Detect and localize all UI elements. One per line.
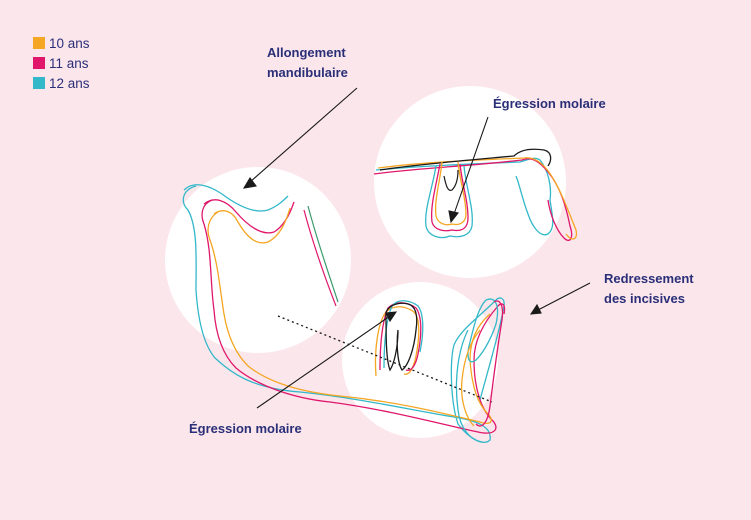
annotation-line: Redressement (604, 269, 694, 289)
legend-swatch-magenta (33, 57, 45, 69)
legend-swatch-cyan (33, 77, 45, 89)
legend-item-10-ans: 10 ans (33, 33, 90, 53)
annotation-egression-molaire-bottom: Égression molaire (189, 419, 302, 439)
annotation-line: Allongement (267, 43, 348, 63)
legend: 10 ans 11 ans 12 ans (33, 33, 90, 93)
legend-label: 10 ans (49, 36, 90, 51)
annotation-egression-molaire-top: Égression molaire (493, 94, 606, 114)
annotation-redressement-incisives: Redressement des incisives (604, 269, 694, 309)
legend-label: 11 ans (49, 56, 89, 71)
legend-swatch-orange (33, 37, 45, 49)
annotation-line: Égression molaire (493, 94, 606, 114)
legend-label: 12 ans (49, 76, 90, 91)
annotation-allongement-mandibulaire: Allongement mandibulaire (267, 43, 348, 83)
legend-item-11-ans: 11 ans (33, 53, 90, 73)
arrow-redressement-incisives (531, 283, 590, 314)
annotation-line: mandibulaire (267, 63, 348, 83)
arrow-allongement-mandibulaire (244, 88, 357, 188)
legend-item-12-ans: 12 ans (33, 73, 90, 93)
mandible-highlight-circle (165, 167, 351, 353)
annotation-line: des incisives (604, 289, 694, 309)
annotation-line: Égression molaire (189, 419, 302, 439)
upper-molar-highlight-circle (374, 86, 566, 278)
